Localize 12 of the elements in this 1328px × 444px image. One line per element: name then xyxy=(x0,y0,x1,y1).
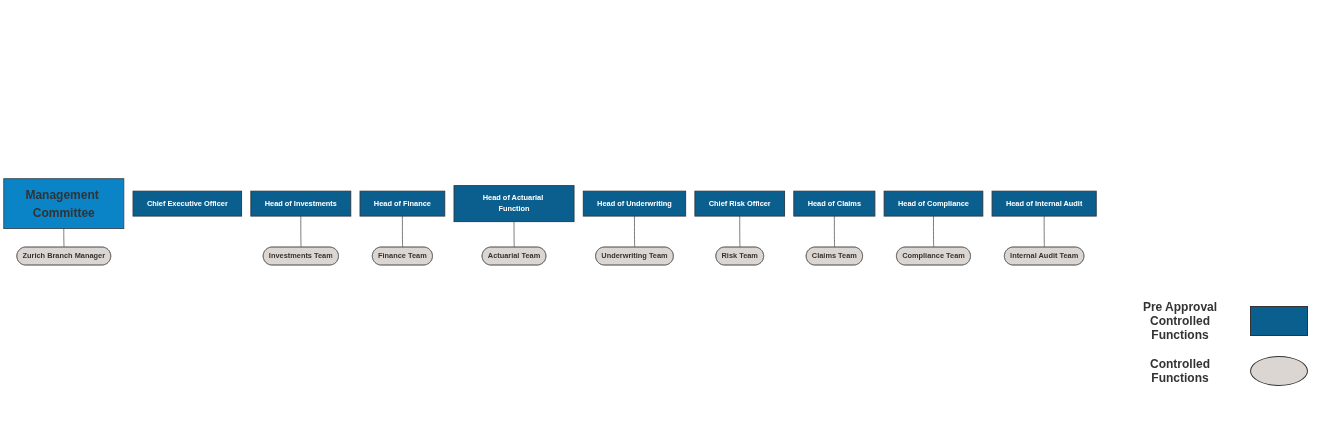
connector xyxy=(634,215,636,248)
connector xyxy=(1043,215,1045,248)
connector xyxy=(513,221,515,248)
connector xyxy=(402,215,403,248)
connector xyxy=(300,215,302,248)
legend-label: Controlled Functions xyxy=(1149,357,1211,385)
connector xyxy=(63,228,65,248)
node-box: Management Committee xyxy=(3,178,125,230)
connector xyxy=(933,215,935,248)
connector xyxy=(834,215,835,248)
connector xyxy=(739,215,741,248)
legend-label: Pre Approval Controlled Functions xyxy=(1141,300,1219,342)
